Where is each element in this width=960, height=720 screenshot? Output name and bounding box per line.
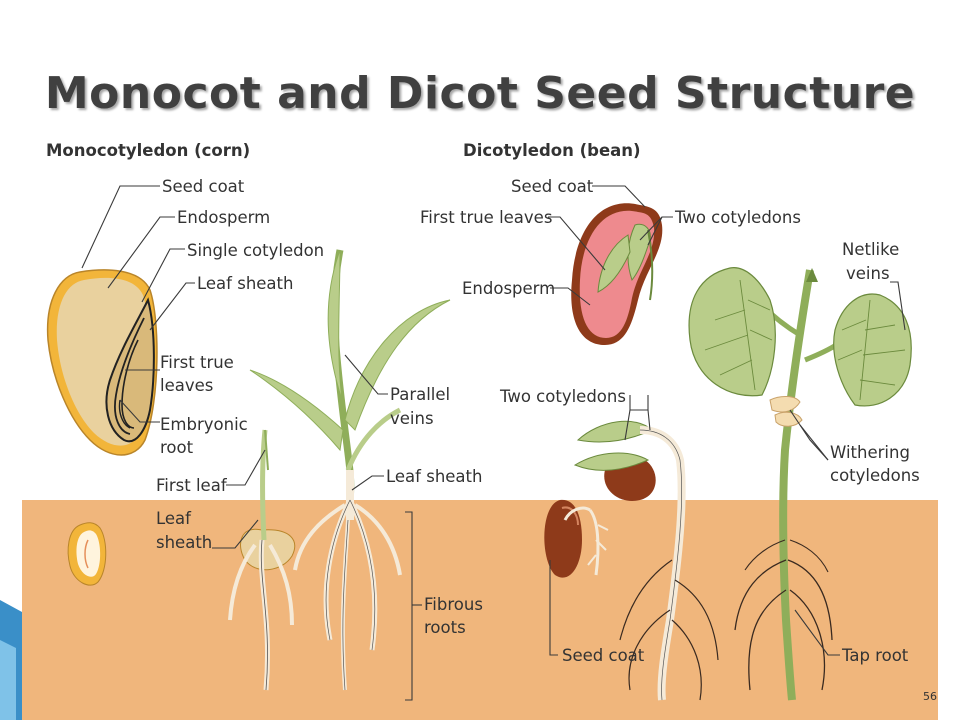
label-fibrous-roots-line1: Fibrous bbox=[424, 595, 483, 614]
bean-seed-section bbox=[571, 203, 663, 345]
corn-plant-large bbox=[249, 249, 451, 691]
label-parallel-veins-line2: veins bbox=[390, 409, 434, 428]
bean-germinating-seed bbox=[544, 499, 609, 578]
label-embryonic-root-line1: Embryonic bbox=[160, 415, 248, 434]
label-withering-cotyledons-line1: Withering bbox=[830, 443, 910, 462]
label-first-true-leaves-line1: First true bbox=[160, 353, 234, 372]
bean-seedling-middle bbox=[573, 420, 719, 701]
label-mono-seed-coat: Seed coat bbox=[162, 177, 245, 196]
label-dicot-first-true-leaves: First true leaves bbox=[420, 208, 552, 227]
bean-plant-large bbox=[688, 267, 912, 701]
label-mono-endosperm: Endosperm bbox=[177, 208, 270, 227]
label-parallel-veins-line1: Parallel bbox=[390, 385, 450, 404]
label-first-leaf: First leaf bbox=[156, 476, 228, 495]
corn-seedling-small bbox=[228, 429, 296, 691]
label-single-cotyledon: Single cotyledon bbox=[187, 241, 324, 260]
label-tap-root: Tap root bbox=[841, 646, 909, 665]
label-leaf-sheath-small-line2: sheath bbox=[156, 533, 212, 552]
label-embryonic-root-line2: root bbox=[160, 438, 194, 457]
monocot-leader-lines bbox=[81, 185, 422, 701]
small-corn-kernel bbox=[67, 522, 107, 586]
page-number: 56 bbox=[923, 690, 937, 703]
label-dicot-endosperm: Endosperm bbox=[462, 279, 555, 298]
label-two-cotyledons-lower: Two cotyledons bbox=[499, 387, 626, 406]
label-dicot-seed-coat: Seed coat bbox=[511, 177, 594, 196]
monocot-heading: Monocotyledon (corn) bbox=[46, 141, 250, 160]
label-leaf-sheath-right: Leaf sheath bbox=[386, 467, 482, 486]
label-fibrous-roots-line2: roots bbox=[424, 618, 466, 637]
label-withering-cotyledons-line2: cotyledons bbox=[830, 466, 920, 485]
dicot-heading: Dicotyledon (bean) bbox=[463, 141, 641, 160]
label-mono-leaf-sheath: Leaf sheath bbox=[197, 274, 293, 293]
label-first-true-leaves-line2: leaves bbox=[160, 376, 213, 395]
slide-title: Monocot and Dicot Seed Structure bbox=[44, 68, 916, 119]
label-netlike-veins-line2: veins bbox=[846, 264, 890, 283]
slide-corner-decoration bbox=[0, 600, 22, 720]
corn-kernel bbox=[46, 269, 158, 456]
label-netlike-veins-line1: Netlike bbox=[842, 240, 899, 259]
dicot-leader-lines bbox=[548, 185, 906, 656]
label-leaf-sheath-small-line1: Leaf bbox=[156, 509, 192, 528]
label-dicot-two-cotyledons: Two cotyledons bbox=[674, 208, 801, 227]
label-seed-coat-lower: Seed coat bbox=[562, 646, 645, 665]
